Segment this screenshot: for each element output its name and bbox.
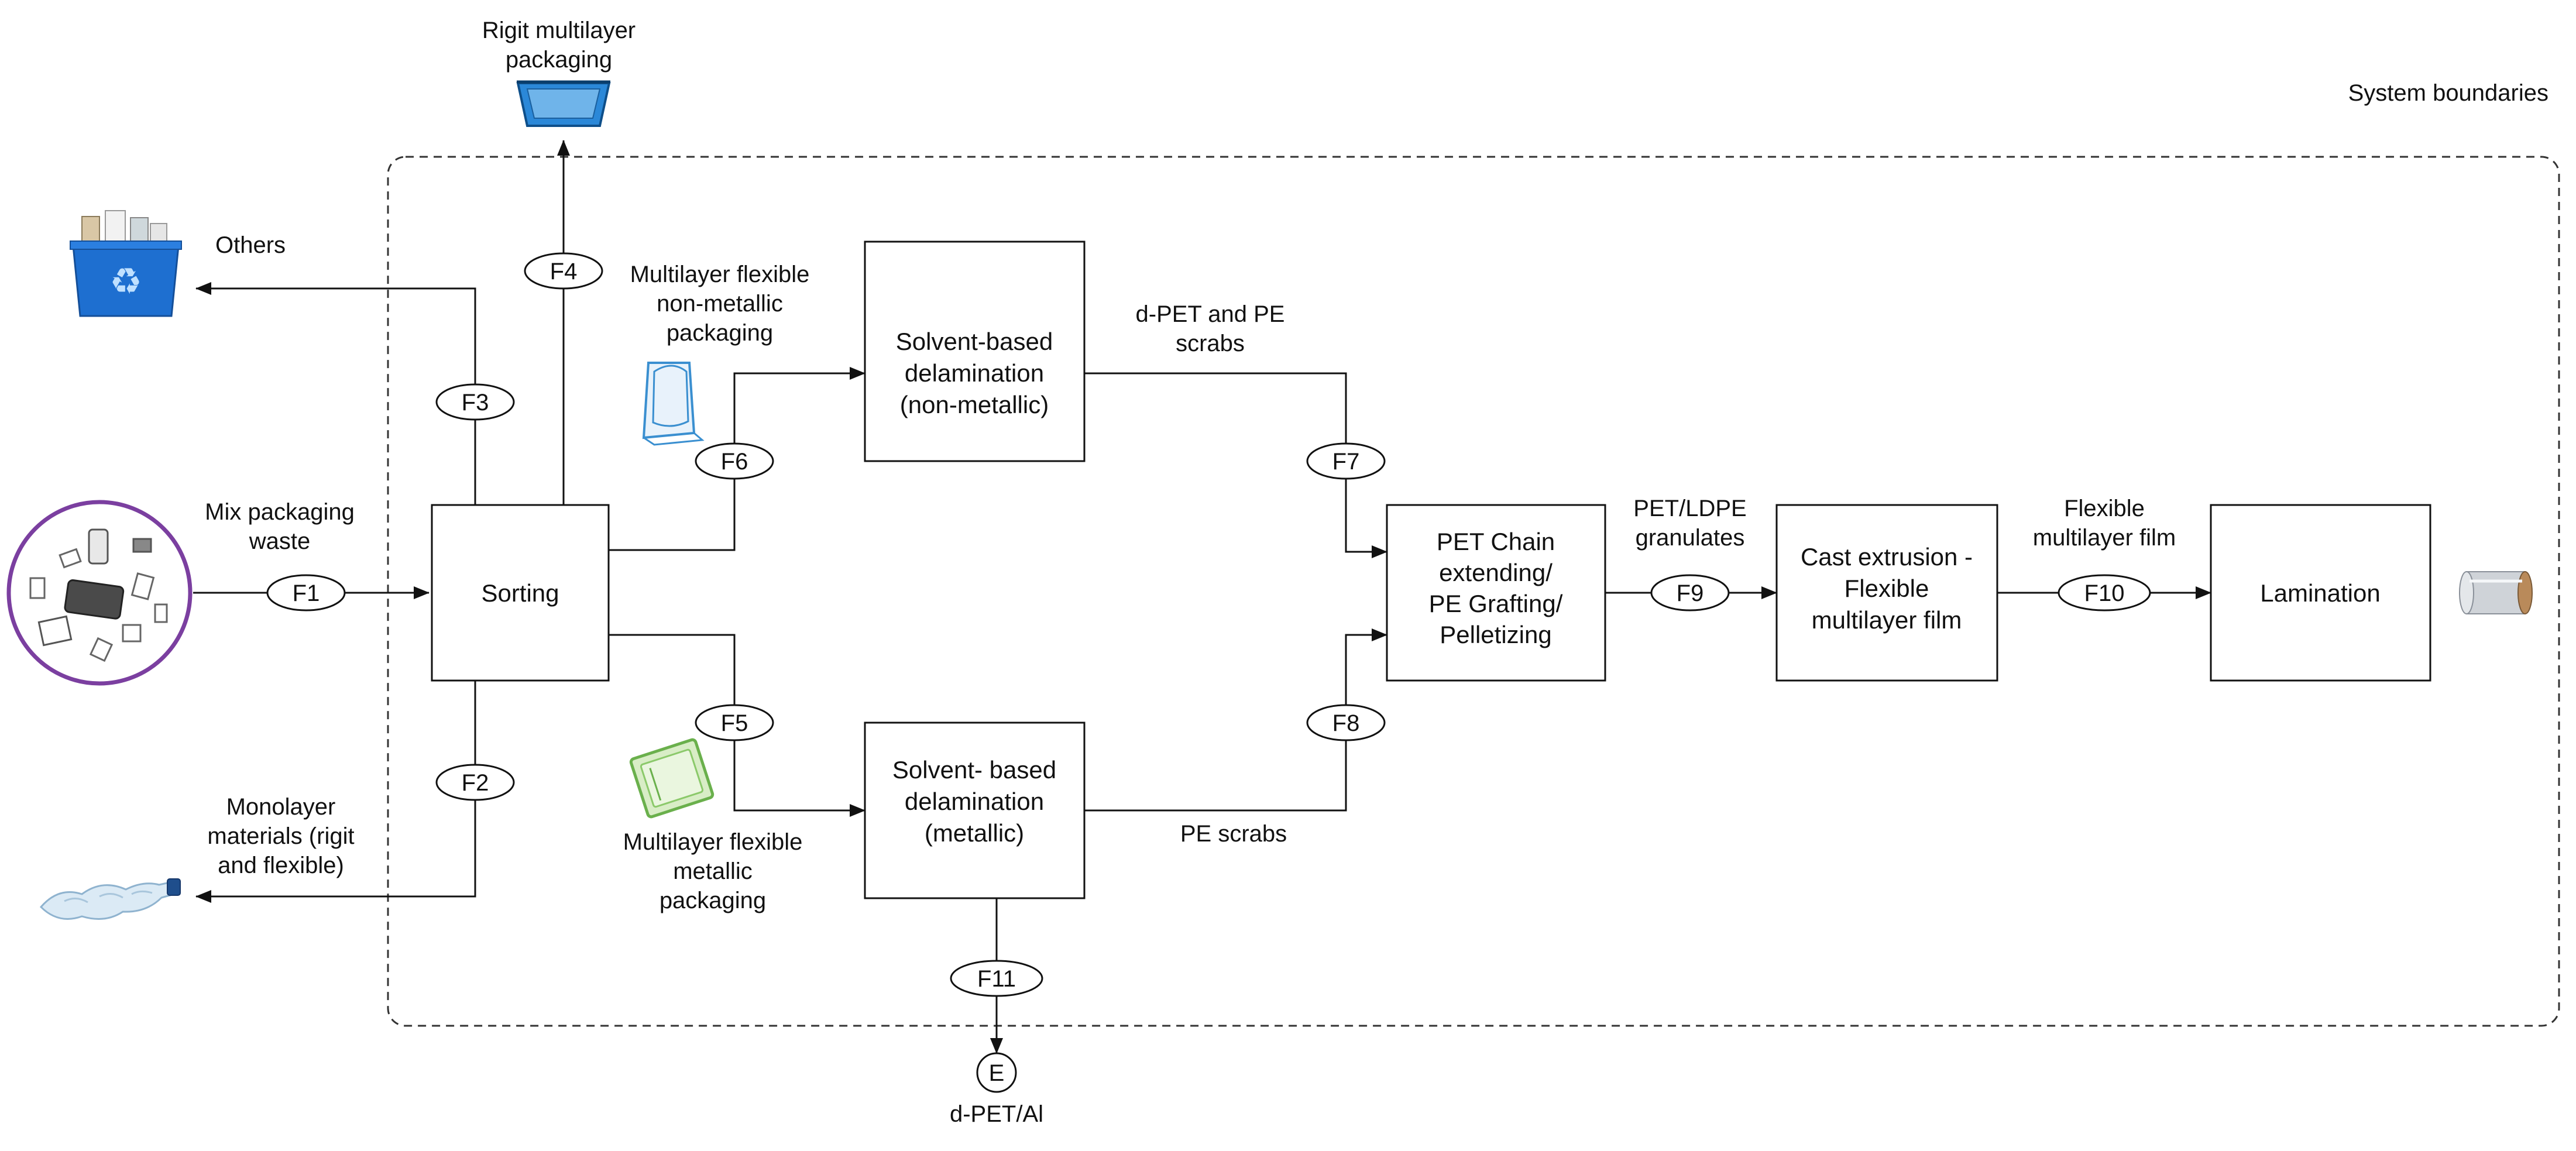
label-line: and flexible) <box>218 853 344 878</box>
label-pe-scrabs: PE scrabs <box>1180 821 1287 847</box>
end-node-e: E <box>976 1052 1017 1093</box>
node-label-line: multilayer film <box>1812 606 1962 634</box>
flow-f9: F9 <box>1650 574 1730 611</box>
flow-f8: F8 <box>1306 704 1386 741</box>
flow-label: F6 <box>721 449 748 475</box>
label-line: Multilayer flexible <box>630 262 810 287</box>
node-label-line: Flexible <box>1845 575 1929 602</box>
label-dpet-al: d-PET/Al <box>950 1101 1043 1127</box>
mixed-waste-circle-icon <box>6 500 193 686</box>
flow-f10: F10 <box>2058 574 2151 611</box>
node-lamination: Lamination <box>2210 504 2431 682</box>
label-line: Multilayer flexible <box>623 829 803 855</box>
crushed-bottle-icon <box>39 878 181 920</box>
label-line: multilayer film <box>2033 525 2176 551</box>
flow-f7: F7 <box>1306 442 1386 480</box>
label-pet-ldpe-granulates: PET/LDPE granulates <box>1633 496 1746 551</box>
node-label-line: Solvent-based <box>896 328 1053 355</box>
node-label-line: Solvent- based <box>892 756 1056 784</box>
label-line: packaging <box>660 888 766 913</box>
node-label-line: (metallic) <box>925 819 1024 847</box>
flow-label: F9 <box>1677 580 1704 606</box>
node-label-line: delamination <box>905 788 1044 815</box>
label-others: Others <box>215 232 286 258</box>
end-node-label: E <box>989 1060 1005 1086</box>
flow-f5: F5 <box>695 704 774 741</box>
node-label-line: (non-metallic) <box>900 391 1049 418</box>
label-line: waste <box>249 528 311 554</box>
flow-label: F7 <box>1332 449 1360 475</box>
node-delamination-metallic: Solvent- based delamination (metallic) <box>864 721 1086 899</box>
node-label-line: PET Chain <box>1437 528 1555 555</box>
flow-label: F8 <box>1332 710 1360 736</box>
node-sorting-label: Sorting <box>481 579 559 607</box>
node-cast-extrusion: Cast extrusion - Flexible multilayer fil… <box>1775 504 1998 682</box>
label-line: PET/LDPE <box>1633 496 1746 521</box>
node-delamination-non-metallic: Solvent-based delamination (non-metallic… <box>864 240 1086 462</box>
flow-f2: F2 <box>435 764 515 801</box>
label-line: Mix packaging <box>205 499 355 525</box>
label-flexible-multilayer-film: Flexible multilayer film <box>2033 496 2176 551</box>
label-flexible-metallic: Multilayer flexible metallic packaging <box>623 829 803 913</box>
rigid-tray-icon <box>516 80 611 127</box>
flow-label: F3 <box>462 390 489 415</box>
flow-f6: F6 <box>695 442 774 480</box>
label-line: packaging <box>667 320 773 346</box>
label-monolayer: Monolayer materials (rigit and flexible) <box>207 794 354 878</box>
node-label-line: delamination <box>905 359 1044 387</box>
node-label-line: extending/ <box>1439 559 1553 586</box>
label-line: d-PET and PE <box>1136 301 1285 327</box>
flow-label: F11 <box>977 966 1016 992</box>
recycle-bin-icon: ♻ <box>70 210 182 317</box>
flow-f1: F1 <box>266 574 346 611</box>
label-line: Flexible <box>2064 496 2145 521</box>
flow-label: F4 <box>550 259 578 284</box>
label-mix-packaging-waste: Mix packaging waste <box>205 499 355 554</box>
label-line: materials (rigit <box>207 823 354 849</box>
label-dpet-pe-scrabs: d-PET and PE scrabs <box>1136 301 1285 356</box>
system-boundary <box>387 156 2560 1027</box>
flow-f4: F4 <box>524 252 603 290</box>
node-label-line: Lamination <box>2260 579 2380 607</box>
flow-label: F1 <box>293 580 320 606</box>
label-line: Monolayer <box>226 794 336 820</box>
system-boundary-label: System boundaries <box>2348 80 2548 106</box>
flow-f3: F3 <box>435 383 515 421</box>
label-line: scrabs <box>1176 331 1245 356</box>
flow-label: F5 <box>721 710 748 736</box>
label-line: packaging <box>506 47 612 73</box>
node-label-line: Cast extrusion - <box>1801 543 1973 571</box>
label-rigid-multilayer: Rigit multilayer packaging <box>482 18 636 73</box>
node-sorting: Sorting <box>431 504 610 682</box>
label-line: Rigit multilayer <box>482 18 636 43</box>
film-roll-icon <box>2459 571 2533 614</box>
svg-text:♻: ♻ <box>109 262 142 302</box>
flow-label: F10 <box>2084 580 2125 606</box>
node-label-line: PE Grafting/ <box>1429 590 1563 617</box>
node-pet-chain-extending: PET Chain extending/ PE Grafting/ Pellet… <box>1386 504 1606 682</box>
label-flexible-non-metallic: Multilayer flexible non-metallic packagi… <box>630 262 810 346</box>
metallic-pouch-icon <box>629 738 715 819</box>
label-line: granulates <box>1636 525 1745 551</box>
node-label-line: Pelletizing <box>1440 621 1551 648</box>
label-line: metallic <box>673 858 753 884</box>
label-line: non-metallic <box>657 291 783 317</box>
flexible-pouch-icon <box>642 362 705 446</box>
flow-label: F2 <box>462 770 489 796</box>
flow-f11: F11 <box>950 960 1043 997</box>
